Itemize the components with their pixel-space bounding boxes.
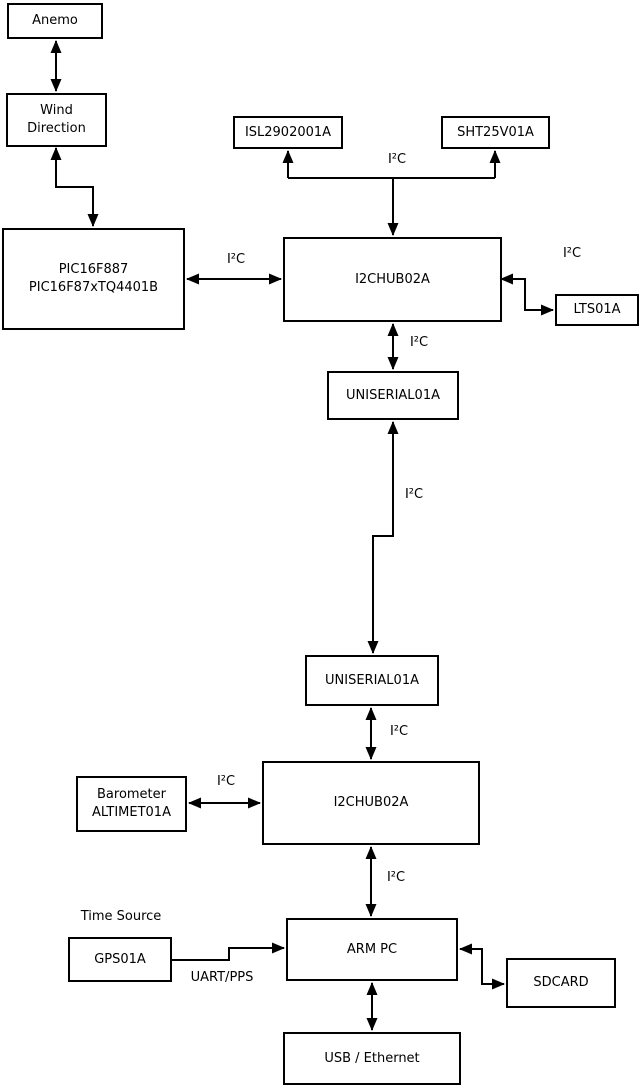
time-source-label: Time Source [80,909,162,924]
edge-winddirection-pic [50,147,99,227]
i2c-label-lts: I²C [562,246,582,261]
edge-i2chub1-lts [500,273,554,316]
i2c-label-hub2-armpc: I²C [386,870,406,885]
i2c-label-pic-hub: I²C [226,252,246,267]
i2chub02a-bottom-box: I2CHUB02A [262,761,480,845]
pic-microcontroller-box: PIC16F887 PIC16F87xTQ4401B [2,228,185,330]
i2c-label-bus: I²C [387,152,407,167]
i2c-label-uniserial2-hub2: I²C [389,724,409,739]
arm-pc-box: ARM PC [286,918,458,981]
lts01a-box: LTS01A [555,294,639,326]
edge-armpc-sdcard [459,943,505,990]
edge-uniserial1-uniserial2 [367,421,399,654]
i2c-label-uniserial-link: I²C [404,487,424,502]
barometer-altimet01a-box: Barometer ALTIMET01A [76,776,187,832]
gps01a-box: GPS01A [68,937,172,982]
i2c-label-barometer-hub2: I²C [216,774,236,789]
wind-direction-box: Wind Direction [6,93,107,147]
i2chub02a-top-box: I2CHUB02A [283,237,502,322]
uniserial01a-top-box: UNISERIAL01A [327,371,459,420]
uniserial01a-bottom-box: UNISERIAL01A [305,655,439,706]
usb-ethernet-box: USB / Ethernet [283,1032,461,1085]
sht25v01a-box: SHT25V01A [441,116,550,149]
uart-pps-label: UART/PPS [190,970,254,985]
anemo-box: Anemo [7,3,103,39]
edge-gps-armpc [172,942,285,961]
isl2902001a-box: ISL2902001A [233,116,343,149]
i2c-label-hub1-uniserial1: I²C [409,335,429,350]
sdcard-box: SDCARD [506,958,616,1008]
